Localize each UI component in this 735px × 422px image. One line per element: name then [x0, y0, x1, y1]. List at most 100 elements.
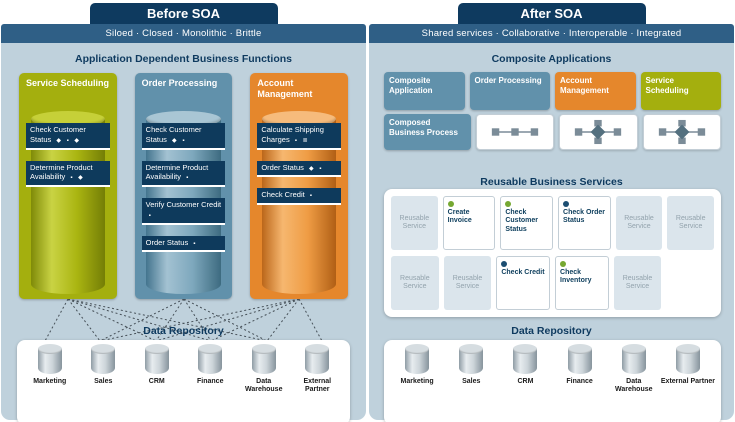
silo-title: Account Management	[257, 78, 313, 100]
composed-process-row: Composed Business Process	[384, 114, 721, 150]
service-label: Create Invoice	[447, 209, 472, 225]
database-crm: CRM	[498, 344, 552, 386]
database-label: CRM	[148, 378, 165, 385]
function-label: Check Customer Status	[145, 125, 202, 144]
app-label: Composed Business Process	[389, 118, 458, 137]
database-cylinder-icon	[91, 344, 116, 374]
service-check-credit: Check Credit	[496, 256, 551, 310]
function-label: Order Status	[145, 237, 189, 247]
service-label: Reusable Service	[452, 274, 483, 290]
database-cylinder-icon	[567, 344, 592, 374]
workflow-icons: ▪	[309, 193, 314, 200]
function-label: Check Customer Status	[30, 125, 86, 144]
database-cylinder-icon	[144, 344, 169, 374]
dotted-connection-lines	[44, 299, 323, 341]
service-status-dot	[560, 261, 567, 267]
function-label: Calculate Shipping Charges	[261, 125, 324, 144]
database-label: Marketing	[400, 378, 434, 385]
function-label: Determine Product Availability	[30, 162, 93, 182]
composed-business-process-box: Composed Business Process	[384, 114, 471, 150]
database-cylinder-icon	[251, 344, 276, 374]
database-finance: Finance	[184, 344, 238, 386]
service-status-dot	[563, 201, 570, 207]
silo-title: Order Processing	[141, 78, 218, 88]
app-label: Account Management	[560, 76, 609, 95]
process-flow-box	[475, 114, 554, 150]
database-label: Data Warehouse	[245, 378, 283, 394]
database-data-warehouse: Data Warehouse	[607, 344, 661, 394]
function-item: Order Status ▪	[141, 235, 226, 253]
function-item: Check Customer Status ◆ ▪	[141, 123, 226, 150]
section-title-business-functions: Application Dependent Business Functions	[74, 53, 293, 65]
after-soa-panel: After SOA Shared services · Collaborativ…	[368, 0, 735, 422]
service-check-order-status: Check Order Status	[558, 196, 611, 250]
database-marketing: Marketing	[390, 344, 444, 386]
service-status-dot	[447, 201, 454, 207]
function-item: Determine Product Availability ▪	[141, 160, 226, 188]
order-processing-box: Order Processing	[469, 72, 550, 110]
database-cylinder-icon	[37, 344, 62, 374]
workflow-icons: ▪ ◆	[70, 175, 85, 182]
database-label: Data Warehouse	[615, 378, 653, 394]
database-data-warehouse: Data Warehouse	[237, 344, 291, 394]
function-item: Verify Customer Credit ▪	[141, 198, 226, 225]
data-repository-title: Data Repository	[143, 325, 224, 337]
section-title-composite-applications: Composite Applications	[491, 53, 612, 65]
database-crm: CRM	[130, 344, 184, 386]
service-label: Check Inventory	[560, 269, 592, 285]
function-label: Verify Customer Credit	[145, 200, 222, 210]
silo-order-processing: Order Processing Check Customer Status ◆…	[134, 73, 233, 299]
database-label: External Partner	[660, 378, 715, 385]
service-scheduling-box: Service Scheduling	[640, 72, 721, 110]
database-cylinder-icon	[513, 344, 538, 374]
section-title-reusable-services: Reusable Business Services	[480, 176, 623, 188]
workflow-icons: ▪ ≣	[294, 137, 310, 144]
function-label: Determine Product Availability	[145, 162, 209, 182]
function-item: Determine Product Availability ▪ ◆	[26, 160, 110, 188]
service-check-customer-status: Check Customer Status	[500, 196, 554, 250]
workflow-icons: ◆ ▪	[308, 165, 324, 172]
silo-title: Service Scheduling	[26, 78, 110, 88]
database-sales: Sales	[77, 344, 131, 386]
database-marketing: Marketing	[23, 344, 77, 386]
before-soa-title: Before SOA	[89, 3, 278, 24]
database-cylinder-icon	[459, 344, 484, 374]
service-label: Reusable Service	[675, 214, 706, 230]
data-repository-box: Marketing Sales CRM Finance Data Warehou…	[384, 340, 721, 422]
after-soa-subtitle: Shared services · Collaborative · Intero…	[369, 24, 734, 43]
app-label: Service Scheduling	[645, 76, 689, 95]
database-cylinder-icon	[405, 344, 430, 374]
service-label: Reusable Service	[622, 274, 653, 290]
database-external-partner: External Partner	[291, 344, 345, 394]
reusable-service-placeholder: Reusable Service	[391, 196, 438, 250]
service-create-invoice: Create Invoice	[442, 196, 496, 250]
database-external-partner: External Partner	[660, 344, 715, 386]
decision-flow-icon	[575, 119, 622, 145]
database-cylinder-icon	[305, 344, 330, 374]
workflow-icons: ◆ ▪	[172, 137, 187, 144]
database-finance: Finance	[553, 344, 607, 386]
database-label: Finance	[566, 378, 593, 385]
after-soa-body: Composite Applications Composite Applica…	[369, 43, 734, 422]
database-label: Sales	[94, 378, 113, 385]
service-label: Reusable Service	[399, 214, 430, 230]
data-repository-box: Marketing Sales CRM Finance Data Warehou…	[17, 340, 350, 422]
database-cylinder-icon	[621, 344, 646, 374]
sequence-flow-icon	[491, 128, 538, 136]
services-row-2: Reusable Service Reusable Service Check …	[391, 256, 714, 310]
service-label: Check Order Status	[563, 209, 606, 225]
database-label: Marketing	[33, 378, 67, 385]
workflow-icons: ▪	[148, 212, 153, 219]
function-item: Order Status ◆ ▪	[257, 160, 342, 178]
after-soa-title: After SOA	[457, 3, 646, 24]
decision-flow-icon	[658, 119, 705, 145]
before-soa-body: Application Dependent Business Functions…	[1, 43, 366, 422]
service-label: Check Credit	[501, 269, 545, 276]
before-soa-subtitle: Siloed · Closed · Monolithic · Brittle	[1, 24, 366, 43]
service-check-inventory: Check Inventory	[555, 256, 609, 310]
service-status-dot	[501, 261, 508, 267]
reusable-service-placeholder: Reusable Service	[443, 256, 492, 310]
before-soa-panel: Before SOA Siloed · Closed · Monolithic …	[0, 0, 367, 422]
database-cylinder-icon	[675, 344, 700, 374]
app-label: Order Processing	[474, 76, 542, 85]
